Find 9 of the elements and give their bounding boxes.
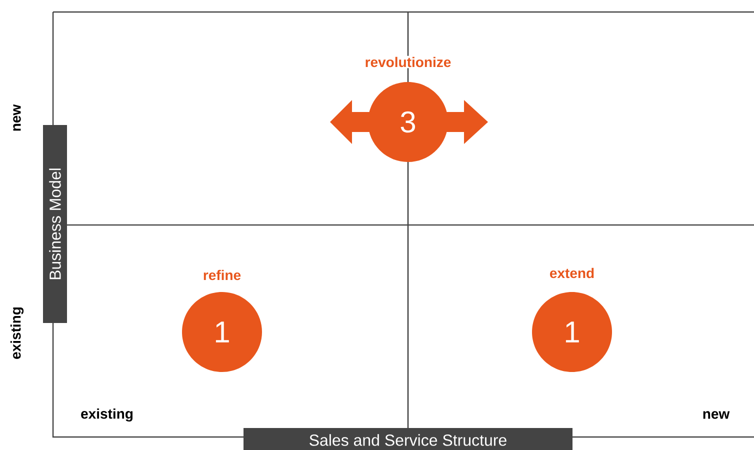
axis-value-label: existing <box>10 307 24 359</box>
quadrant-label: extend <box>548 266 596 280</box>
axis-value-label: existing <box>81 408 133 422</box>
axis-value-label: new <box>13 104 21 131</box>
axis-title-box: Business Model <box>43 125 67 323</box>
axis-value-label: new <box>703 411 730 419</box>
quadrant-label: revolutionize <box>364 56 452 68</box>
axis-title-box: Sales and Service Structure <box>244 428 572 450</box>
quadrant-label: refine <box>202 268 242 282</box>
